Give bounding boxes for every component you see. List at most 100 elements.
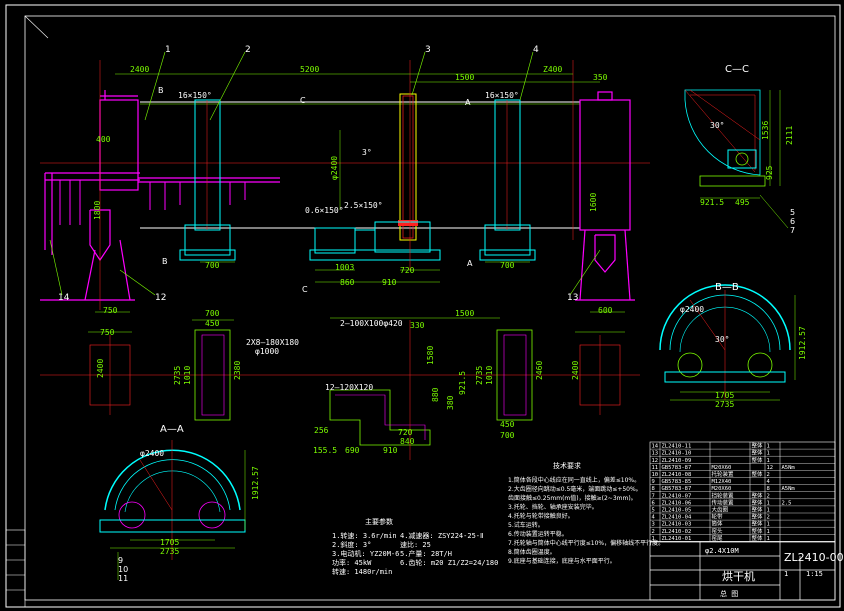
parts-list-cell: A5Nm [782,486,796,492]
parts-list-cell: 1 [767,451,770,457]
parts-list-cell: 1 [767,529,770,535]
parts-list-cell: ZL2410-10 [662,451,692,457]
parts-list-cell: 整体 [752,449,764,457]
note-line: 4.托轮与轮带接触良好。 [508,512,574,520]
bb-dim-2735: 2735 [715,400,734,409]
parts-list-cell: 整体 [752,506,764,514]
dim-dia-2400: φ2400 [330,156,339,180]
parts-list-cell: 8 [652,486,655,492]
leader-5: 5 [790,208,795,217]
parts-list-cell: 4 [767,479,771,485]
dim-700-right: 700 [500,261,515,270]
note-line: 1.筒体各段中心线应在同一直线上，偏差≤10%。 [508,476,640,484]
section-aa [99,440,246,580]
aa-dim-1912: 1912.57 [251,466,260,500]
callout-3: 3 [425,45,431,55]
spec-line: 2.斜度: 3° [332,540,371,549]
dim-1600: 1600 [589,193,598,212]
parts-list-cell: ZL2410-04 [662,515,692,521]
parts-list-cell: 整体 [752,520,764,528]
section-title-aa: A—A [160,424,184,435]
girth-gear [398,93,418,241]
parts-list-cell: 7 [652,493,655,499]
parts-list-cell: ZL2410-05 [662,508,692,514]
aa-dim-2735: 2735 [160,547,179,556]
note-line: 5.试车运转。 [508,521,544,529]
parts-list-cell: 1 [767,500,770,506]
fd-dim-921: 921.5 [458,371,467,395]
parts-list-cell: 1 [767,458,770,464]
fd-dim-450: 450 [205,319,220,328]
spec-line: 4.减速器: ZSY224-25-Ⅱ [400,531,483,540]
cc-dim-921: 921.5 [700,198,724,207]
callout-14: 14 [58,293,70,303]
inner-frame [24,15,836,601]
section-mark-c-bot: C [302,285,308,294]
parts-list-cell: 2 [652,529,655,535]
fd-dim-840: 840 [400,437,415,446]
title-assembly: 总 图 [720,589,738,598]
note-line: 9.底座与基础连接，底座与水平面平行。 [508,557,616,565]
parts-list-cell: ZL2410-02 [662,529,692,535]
fd-dim-1500: 1500 [455,309,474,318]
parts-list-cell: 11 [652,465,659,471]
foundation-plan [40,320,640,460]
title-scale: 1:15 [806,570,823,578]
parts-list-cell: 大齿圈 [712,506,729,514]
fd-dim-910: 910 [383,446,398,455]
parts-list-cell: ZL2410-09 [662,458,692,464]
parts-list-cell: ZL2410-06 [662,500,692,506]
parts-list-cell: 3 [652,522,655,528]
fd-12x120: 12—120X120 [325,383,373,392]
parts-list-cell: 14 [652,444,659,450]
fd-dim-700: 700 [205,309,220,318]
parts-list-cell: 10 [652,472,659,478]
fd-dim-1010: 1010 [183,366,192,385]
spec-line: 6.齿轮: m20 Z1/Z2=24/180 [400,558,498,567]
dim-1003: 1003 [335,263,354,272]
fd-dim-1555: 155.5 [313,446,337,455]
bb-dim-2400: φ2400 [680,305,704,314]
leader-9: 9 [118,556,123,565]
parts-list-cell: 整体 [752,456,764,464]
parts-list-cell: 12 [652,458,659,464]
leader-10: 10 [118,565,128,574]
drive-unit [309,221,441,261]
support-right [479,99,536,261]
note-line: 2.大齿圈径向跳动≤0.5毫米，端面跳动≤+50%。 [508,485,642,493]
parts-list-cell: ZL2410-07 [662,493,692,499]
support-left [179,99,236,261]
dim-910: 910 [382,278,397,287]
fd-dim-750: 750 [100,328,115,337]
dim-350: 350 [593,73,608,82]
parts-list-cell: 整体 [752,491,764,499]
title-name: 烘干机 [722,569,755,583]
dim-2400-left: 2400 [130,65,149,74]
spec-line: 3.电动机: YZ20M-6 [332,549,399,558]
fd-dim-2735b: 2735 [475,366,484,385]
parts-list-cell: 筒体 [712,520,724,528]
fd-bolts: 2X8—180X180 [246,338,299,347]
parts-list-cell: ZL2410-08 [662,472,692,478]
kiln-head [40,90,280,301]
dim-1500-top: 1500 [455,73,474,82]
parts-list-cell: 整体 [752,498,764,506]
fd-dim-2400: 2400 [96,359,105,378]
aa-dim-2400: φ2400 [140,449,164,458]
fd-dim-2380: 2380 [233,361,242,380]
slope-mid: 2.5×150° [344,201,383,210]
cc-dim-495: 495 [735,198,750,207]
dim-600: 600 [598,306,613,315]
slope-left: 16×150° [178,91,212,100]
fd-dim-690: 690 [345,446,360,455]
parts-list-cell: ZL2410-01 [662,536,692,542]
leader-11: 11 [118,574,128,583]
parts-list-cell: M12X40 [712,479,732,485]
spec-line: 5.产量: 28T/H [400,549,452,558]
dim-860: 860 [340,278,355,287]
parts-list-cell: 12 [767,465,774,471]
section-title-cc: C—C [725,64,749,75]
fd-dim-720: 720 [398,428,413,437]
bb-angle: 30° [715,335,729,344]
parts-list-cell: 8 [767,486,770,492]
